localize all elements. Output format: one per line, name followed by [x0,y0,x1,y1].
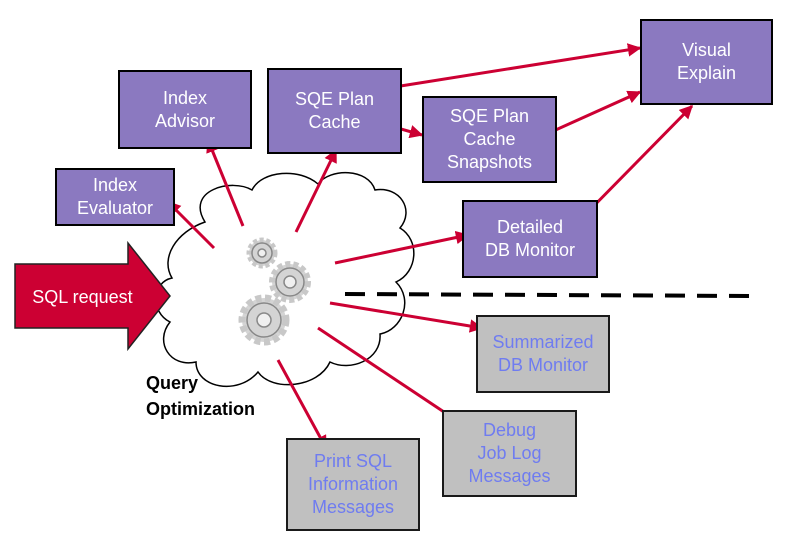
sqe-plan-cache-snapshots-label: SQE Plan Cache Snapshots [446,106,533,172]
index-evaluator-box: Index Evaluator [55,168,175,226]
index-advisor-box: Index Advisor [118,70,252,149]
arrow-to-summarized-db-monitor [329,301,484,333]
arrow-to-debug-job-log [317,326,464,426]
arrow-to-print-sql-info [276,359,328,450]
summarized-db-monitor-box: Summarized DB Monitor [476,315,610,393]
gears-icon [238,237,311,346]
sqe-plan-cache-snapshots-box: SQE Plan Cache Snapshots [422,96,557,183]
arrow-to-index-evaluator [166,200,216,250]
arrow-to-index-advisor [206,138,245,227]
index-evaluator-label: Index Evaluator [76,175,154,218]
visual-explain-box: Visual Explain [640,19,773,105]
sqe-plan-cache-label: SQE Plan Cache [294,89,375,132]
print-sql-info-box: Print SQL Information Messages [286,438,420,531]
sqe-plan-cache-box: SQE Plan Cache [267,68,402,154]
arrow-to-detailed-db-monitor [334,230,470,265]
gear-medium-icon [269,261,311,303]
query-optimization-label: Query Optimization [146,373,255,419]
debug-job-log-box: Debug Job Log Messages [442,410,577,497]
sql-request-label: SQL request [32,286,133,307]
summarized-db-monitor-label: Summarized DB Monitor [492,332,594,375]
detailed-db-monitor-label: Detailed DB Monitor [484,217,576,260]
gear-large-icon [238,294,290,346]
gear-small-icon [246,237,278,269]
sql-request-arrow [14,240,171,352]
arrow-cache-to-visual-explain [387,43,642,90]
dashed-separator [344,292,756,298]
visual-explain-label: Visual Explain [676,40,737,83]
arrow-to-sqe-plan-cache [294,148,338,233]
print-sql-info-label: Print SQL Information Messages [307,451,399,517]
debug-job-log-label: Debug Job Log Messages [468,420,551,486]
detailed-db-monitor-box: Detailed DB Monitor [462,200,598,278]
index-advisor-label: Index Advisor [154,87,216,131]
